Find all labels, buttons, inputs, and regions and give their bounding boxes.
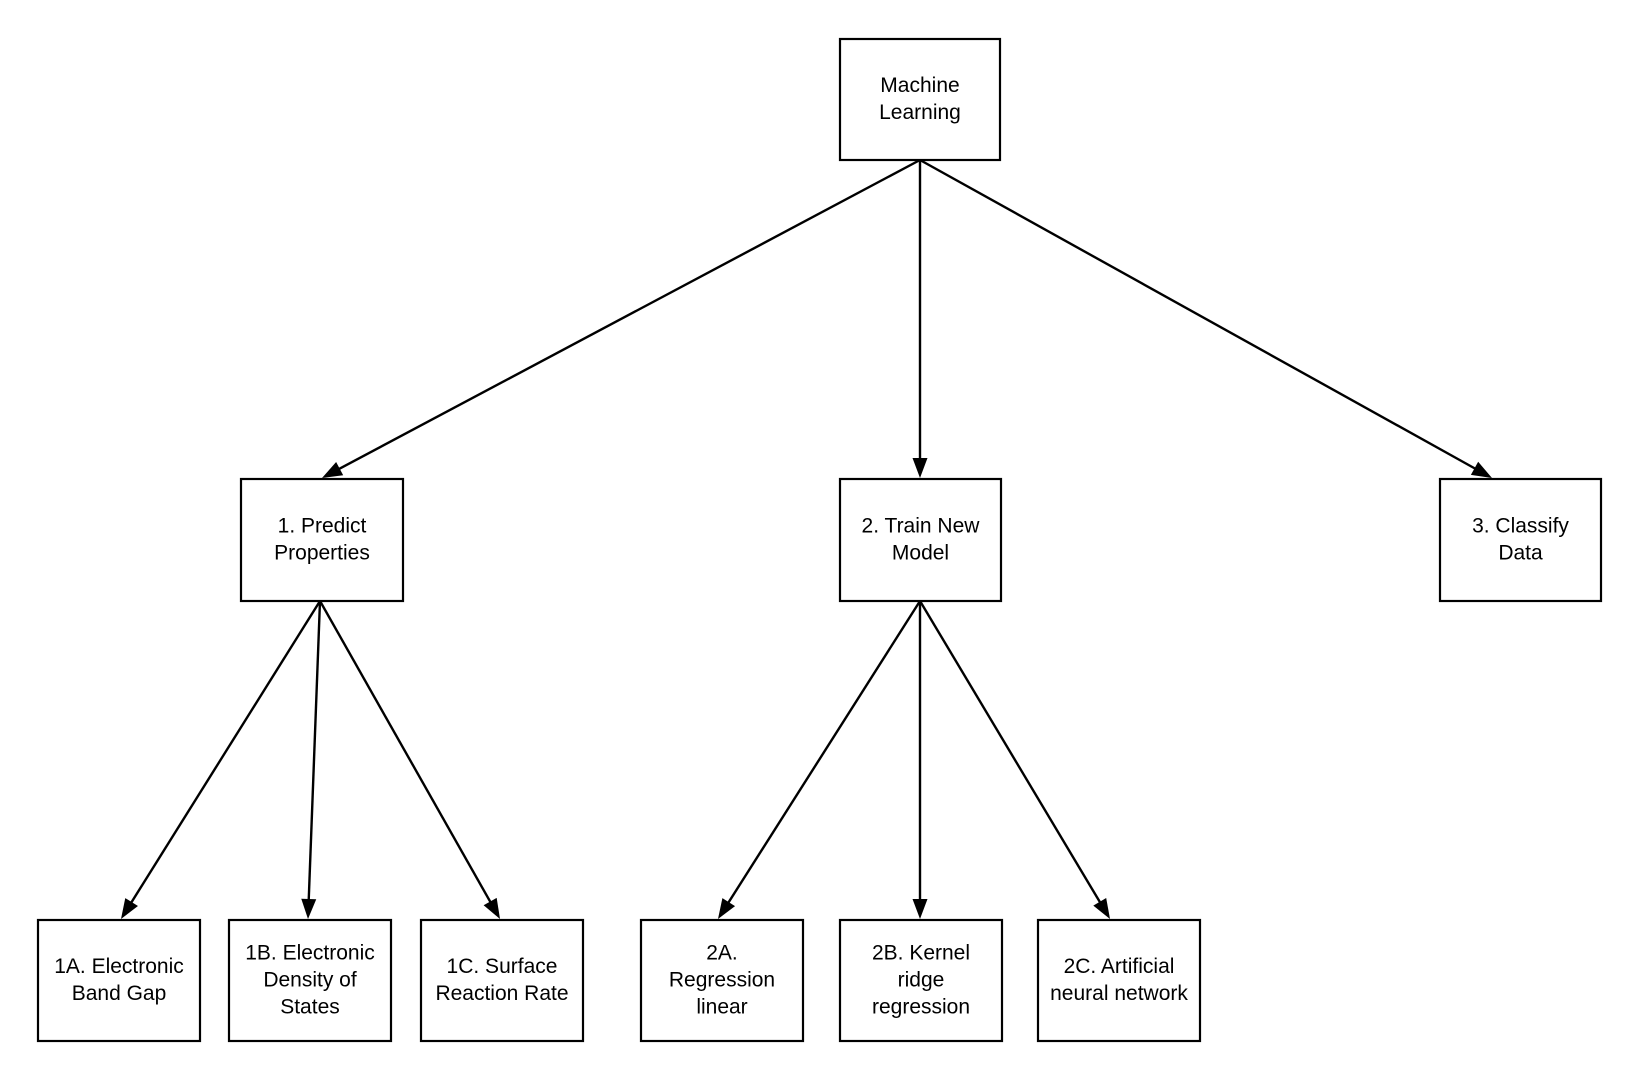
node-label-line: States [280,995,340,1018]
node-label: 2B. Kernel ridge regression [872,941,970,1018]
node-box[interactable] [838,477,1003,603]
node-box[interactable] [239,477,405,603]
node-label-line: Model [892,541,949,564]
arrow-head-icon [1470,461,1492,478]
node-box[interactable] [639,918,805,1043]
node-label-line: 2. Train New [862,514,981,537]
edge-n1-to-n1b [301,600,322,919]
arrow-head-icon [121,898,138,919]
node-label-line: 2B. Kernel [872,941,970,964]
edge-n2-to-n2b [912,601,928,919]
node-label-line: Reaction Rate [435,982,568,1005]
node-label: 2A. Regression linear [669,941,775,1018]
edge-line [726,600,922,905]
node-label-line: 1B. Electronic [245,941,375,964]
edge-line [337,158,921,471]
arrow-head-icon [912,458,928,478]
node-box[interactable] [838,37,1002,162]
node-box[interactable] [838,918,1004,1043]
node-label-line: Density of [263,968,357,991]
edge-line [918,600,1102,905]
edge-line [307,600,322,902]
node-label-line: Regression [669,968,775,991]
edge-root-to-n2 [912,160,928,478]
node-label-line: regression [872,995,970,1018]
node-box[interactable] [36,918,202,1043]
node-box[interactable] [1036,918,1202,1043]
edge-n1-to-n1a [121,600,322,919]
node-label-line: Learning [879,101,961,124]
edges-layer [121,158,1492,919]
node-n2b[interactable]: 2B. Kernel ridge regression [838,918,1004,1043]
arrow-head-icon [483,897,500,919]
node-label-line: 1A. Electronic [54,955,184,978]
node-label-line: ridge [898,968,945,991]
node-box[interactable] [227,918,393,1043]
arrow-head-icon [301,898,317,919]
edge-line [919,158,1477,471]
node-label-line: 3. Classify [1472,514,1569,537]
edge-line [129,600,322,905]
node-n2c[interactable]: 2C. Artificial neural network [1036,918,1202,1043]
node-label-line: 1C. Surface [447,955,558,978]
edge-root-to-n1 [322,158,921,478]
node-box[interactable] [419,918,585,1043]
arrow-head-icon [718,898,736,919]
node-label-line: 2A. [706,941,738,964]
arrow-head-icon [322,461,344,478]
edge-root-to-n3 [919,158,1492,478]
node-n2a[interactable]: 2A. Regression linear [639,918,805,1043]
edge-line [318,600,493,904]
edge-n2-to-n2c [918,600,1110,919]
node-label-line: Machine [880,74,959,97]
node-box[interactable] [1438,477,1603,603]
edge-n1-to-n1c [318,600,500,919]
arrow-head-icon [912,899,928,919]
node-label-line: linear [696,995,747,1018]
node-label-line: 2C. Artificial [1064,955,1175,978]
arrow-head-icon [1093,897,1110,919]
node-label-line: Properties [274,541,370,564]
node-label-line: 1. Predict [278,514,367,537]
node-label-line: neural network [1050,982,1188,1005]
node-label: 2C. Artificial neural network [1050,955,1188,1005]
node-label-line: Data [1498,541,1543,564]
edge-n2-to-n2a [718,600,922,919]
node-label-line: Band Gap [72,982,167,1005]
